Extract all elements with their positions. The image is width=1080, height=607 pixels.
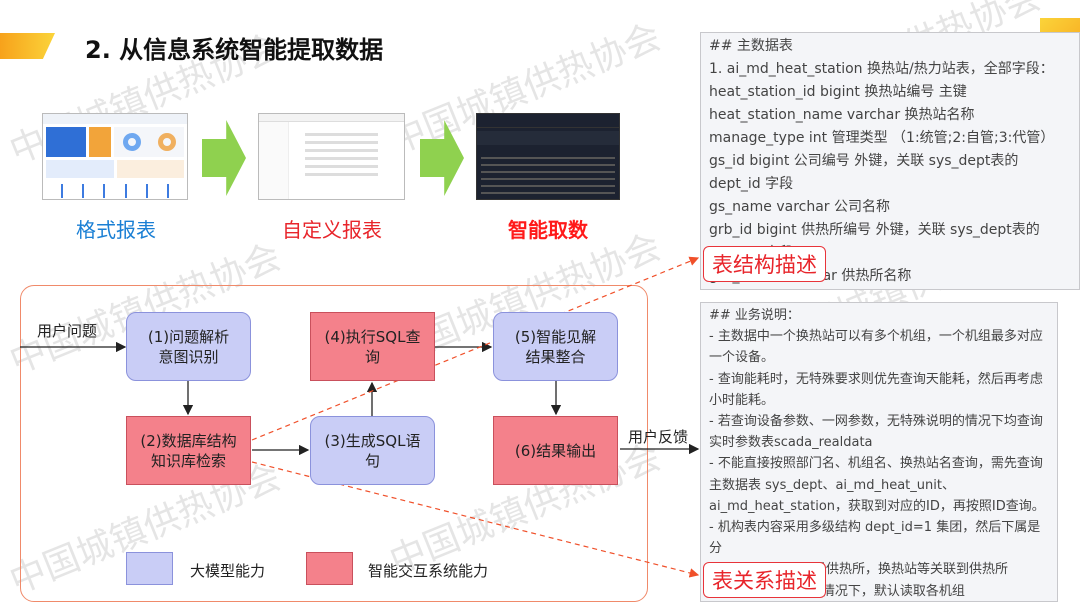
legend-swatch-llm xyxy=(126,552,173,585)
step-schema-retrieval: (2)数据库结构 知识库检索 xyxy=(126,416,251,485)
step-execute-sql: (4)执行SQL查 询 xyxy=(310,312,435,381)
panel-line: 一个设备。 xyxy=(709,350,775,366)
stage-label-custom-report: 自定义报表 xyxy=(282,218,382,242)
legend-swatch-system xyxy=(306,552,353,585)
schema-description-tag: 表结构描述 xyxy=(703,246,826,282)
legend-label-system: 智能交互系统能力 xyxy=(368,562,489,580)
panel-line: dept_id 字段 xyxy=(709,176,794,192)
step-generate-sql: (3)生成SQL语 句 xyxy=(310,416,435,485)
panel-line: - 若查询设备参数、一网参数，无特殊说明的情况下均查询 xyxy=(709,414,1043,430)
user-feedback-label: 用户反馈 xyxy=(628,428,689,446)
step-output-result: (6)结果输出 xyxy=(493,416,618,485)
panel-line: heat_station_name varchar 换热站名称 xyxy=(709,107,975,123)
panel-line: gs_name varchar 公司名称 xyxy=(709,199,891,215)
panel-line: gs_id bigint 公司编号 外键，关联 sys_dept表的 xyxy=(709,153,1019,169)
panel-line: heat_station_id bigint 换热站编号 主键 xyxy=(709,84,967,100)
format-report-screenshot xyxy=(42,113,188,200)
custom-report-screenshot xyxy=(258,113,405,200)
user-question-label: 用户问题 xyxy=(37,322,98,340)
panel-line: - 主数据中一个换热站可以有多个机组，一个机组最多对应 xyxy=(709,329,1043,345)
relation-description-tag: 表关系描述 xyxy=(703,562,826,598)
panel-line: - 查询能耗时，无特殊要求则优先查询天能耗，然后再考虑 xyxy=(709,371,1043,387)
panel-line: ## 主数据表 xyxy=(709,38,793,54)
stage-label-format-report: 格式报表 xyxy=(76,218,156,242)
panel-line: manage_type int 管理类型 （1:统管;2:自管;3:代管） xyxy=(709,130,1055,146)
panel-line: ai_md_heat_station，获取到对应的ID，再按照ID查询。 xyxy=(709,498,1045,514)
step-insight-integration: (5)智能见解 结果整合 xyxy=(493,312,618,381)
step-intent-parsing: (1)问题解析 意图识别 xyxy=(126,312,251,381)
panel-line: 主数据表 sys_dept、ai_md_heat_unit、 xyxy=(709,477,955,493)
page-title: 2. 从信息系统智能提取数据 xyxy=(85,36,384,64)
panel-line: - 机构表内容采用多级结构 dept_id=1 集团，然后下属是分 xyxy=(709,520,1041,557)
panel-line: 1. ai_md_heat_station 换热站/热力站表，全部字段： xyxy=(709,61,1054,77)
stage-label-smart-query: 智能取数 xyxy=(508,218,588,242)
panel-line: 小时能耗。 xyxy=(709,392,775,408)
legend-label-llm: 大模型能力 xyxy=(190,562,266,580)
smart-query-screenshot xyxy=(476,113,620,200)
panel-line: grb_id bigint 供热所编号 外键，关联 sys_dept表的 xyxy=(709,222,1040,238)
panel-line: 实时参数表scada_realdata xyxy=(709,435,873,451)
panel-line: - 不能直接按照部门名、机组名、换热站名查询，需先查询 xyxy=(709,456,1043,472)
panel-line: ## 业务说明： xyxy=(709,308,800,323)
flow-diagram-frame xyxy=(20,285,648,602)
